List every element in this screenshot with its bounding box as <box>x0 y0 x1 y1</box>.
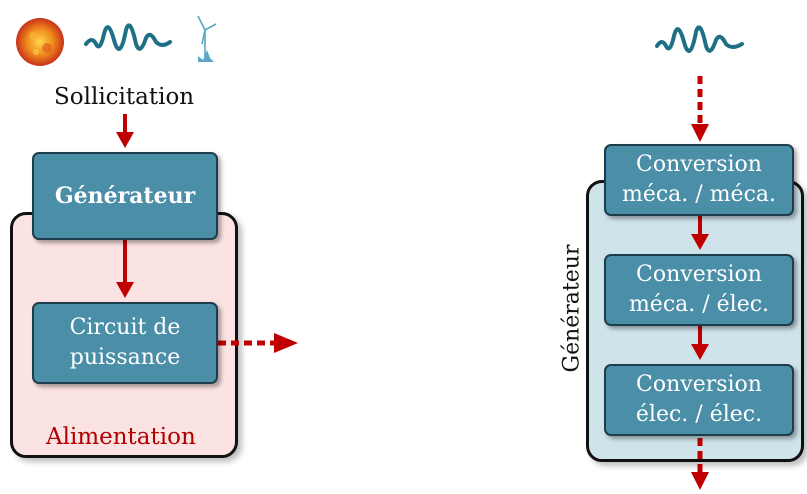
sun-icon <box>16 18 64 66</box>
conversion-label-line2: méca. / méca. <box>621 182 777 207</box>
input-label: Sollicitation <box>54 84 195 110</box>
arrow-input-to-generator <box>116 114 134 148</box>
generator-label: Générateur <box>54 183 196 209</box>
arrow-conversion-1-to-2 <box>691 214 709 250</box>
arrow-conversion-2-to-3 <box>691 326 709 360</box>
wave-icon <box>655 25 744 53</box>
arrow-generator-to-circuit <box>116 238 134 298</box>
power-supply-label: Alimentation <box>46 424 196 450</box>
power-circuit-label-line2: puissance <box>69 345 181 370</box>
power-circuit-box: Circuit de puissance <box>32 302 218 384</box>
arrow-circuit-output <box>218 333 298 353</box>
generator-box: Générateur <box>32 152 218 240</box>
conversion-label-line1: Conversion <box>636 372 762 397</box>
arrow-conversion-3-output <box>691 438 709 490</box>
wave-icon <box>84 23 172 51</box>
conversion-box-elec-elec: Conversion élec. / élec. <box>604 364 794 436</box>
conversion-label-line1: Conversion <box>636 152 762 177</box>
generator-side-label: Générateur <box>559 244 585 373</box>
power-circuit-label-line1: Circuit de <box>69 315 181 340</box>
conversion-label-line1: Conversion <box>636 262 762 287</box>
conversion-label-line2: méca. / élec. <box>628 292 770 317</box>
conversion-box-mech-elec: Conversion méca. / élec. <box>604 254 794 326</box>
conversion-box-mech-mech: Conversion méca. / méca. <box>604 144 794 216</box>
arrow-input-to-conversion-1 <box>691 76 709 142</box>
conversion-label-line2: élec. / élec. <box>635 402 763 427</box>
wind-turbine-icon <box>197 15 217 62</box>
